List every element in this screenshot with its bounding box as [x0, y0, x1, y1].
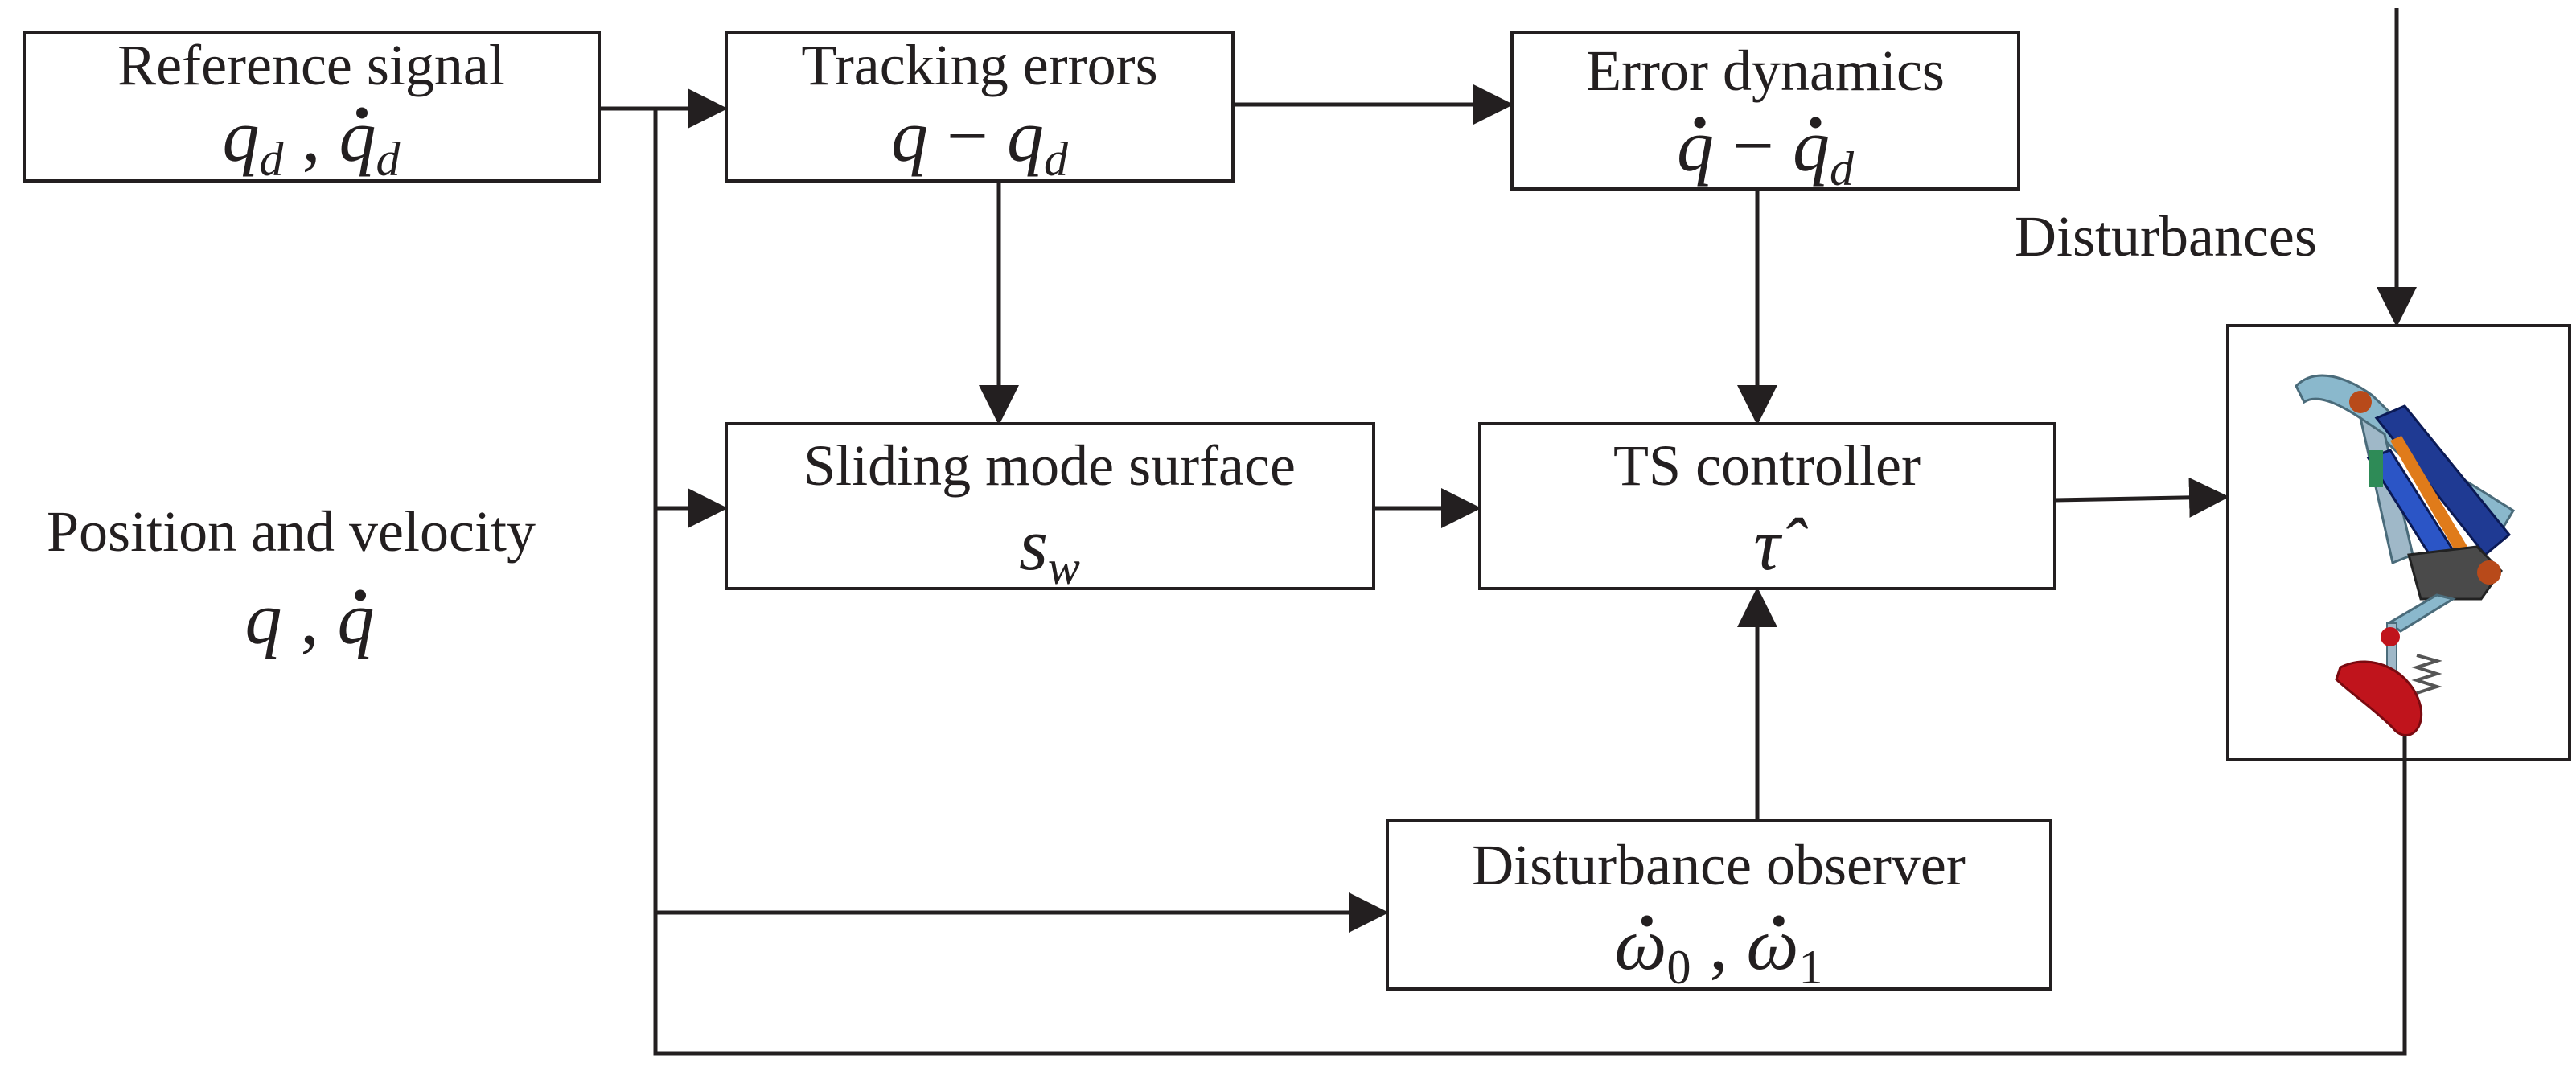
overdot-mark [355, 589, 367, 601]
math-token: q [223, 95, 260, 177]
foot-plate [2335, 660, 2423, 736]
math-token: ω [1747, 903, 1799, 985]
exoskeleton-leg-icon [2295, 374, 2516, 736]
tracking-errors-math: q − qd [891, 95, 1069, 186]
error-dynamics-title: Error dynamics [1586, 39, 1945, 103]
math-token: s [1019, 503, 1048, 585]
actuator-rod [2390, 436, 2477, 569]
math-token: , [284, 95, 339, 177]
math-token: ω [1615, 903, 1667, 985]
ankle-spring [2411, 654, 2442, 695]
math-token: q [245, 577, 282, 659]
knee-joint [2477, 560, 2501, 585]
ts-controller-title: TS controller [1613, 433, 1921, 498]
math-token: q [1677, 105, 1714, 187]
feedback-bus-line [653, 109, 2407, 1056]
overdot-mark [1810, 117, 1822, 129]
error-dynamics-math: q − qd [1677, 105, 1855, 195]
hip-joint [2349, 391, 2372, 413]
overdot-mark [1694, 117, 1706, 129]
reference-signal-math: qd , qd [223, 95, 401, 186]
math-token: 0 [1667, 941, 1691, 994]
plant-block [2226, 324, 2571, 761]
actuator-main [2374, 404, 2512, 557]
math-token: d [260, 133, 285, 186]
math-token: d [1044, 133, 1069, 186]
controller-to-plant-arrow [2054, 477, 2229, 518]
disturbances-label: Disturbances [2015, 204, 2317, 269]
actuator-accent [2369, 450, 2383, 487]
position-velocity-label: Position and velocity [47, 499, 536, 564]
reference-signal-title: Reference signal [117, 33, 505, 97]
math-token: d [1830, 142, 1855, 195]
error-dynamics-block: Error dynamics q − qd [1510, 31, 2020, 195]
knee-housing [2407, 545, 2503, 601]
math-token: − [928, 95, 1007, 177]
math-token: − [1714, 105, 1793, 187]
sliding-mode-surface-title: Sliding mode surface [803, 433, 1296, 498]
math-token: q [339, 95, 376, 177]
math-token: q [1007, 95, 1044, 177]
math-token: 1 [1798, 941, 1822, 994]
overdot-mark [356, 107, 368, 119]
math-token: q [891, 95, 928, 177]
disturbance-observer-math: ω0 , ω1 [1615, 903, 1823, 994]
overdot-mark [1641, 915, 1653, 927]
reference-signal-block: Reference signal qd , qd [23, 31, 601, 186]
ts-controller-block: TS controller τ̂ [1478, 422, 2056, 590]
disturbance-observer-title: Disturbance observer [1472, 833, 1966, 897]
math-token: q [338, 577, 375, 659]
sliding-mode-surface-math: sw [1019, 503, 1080, 594]
math-token: q [1793, 105, 1830, 187]
math-token: w [1048, 541, 1080, 594]
ankle-joint [2381, 627, 2400, 646]
tracking-errors-title: Tracking errors [801, 33, 1157, 97]
math-token: , [282, 577, 338, 659]
math-token: d [376, 133, 401, 186]
position-velocity-math: q , q [245, 577, 375, 659]
math-token: , [1691, 903, 1747, 985]
sliding-mode-surface-block: Sliding mode surface sw [725, 422, 1375, 594]
tracking-errors-block: Tracking errors q − qd [725, 31, 1235, 186]
shank-link [2386, 593, 2456, 633]
disturbance-observer-block: Disturbance observer ω0 , ω1 [1386, 819, 2052, 994]
overdot-mark [1773, 915, 1785, 927]
